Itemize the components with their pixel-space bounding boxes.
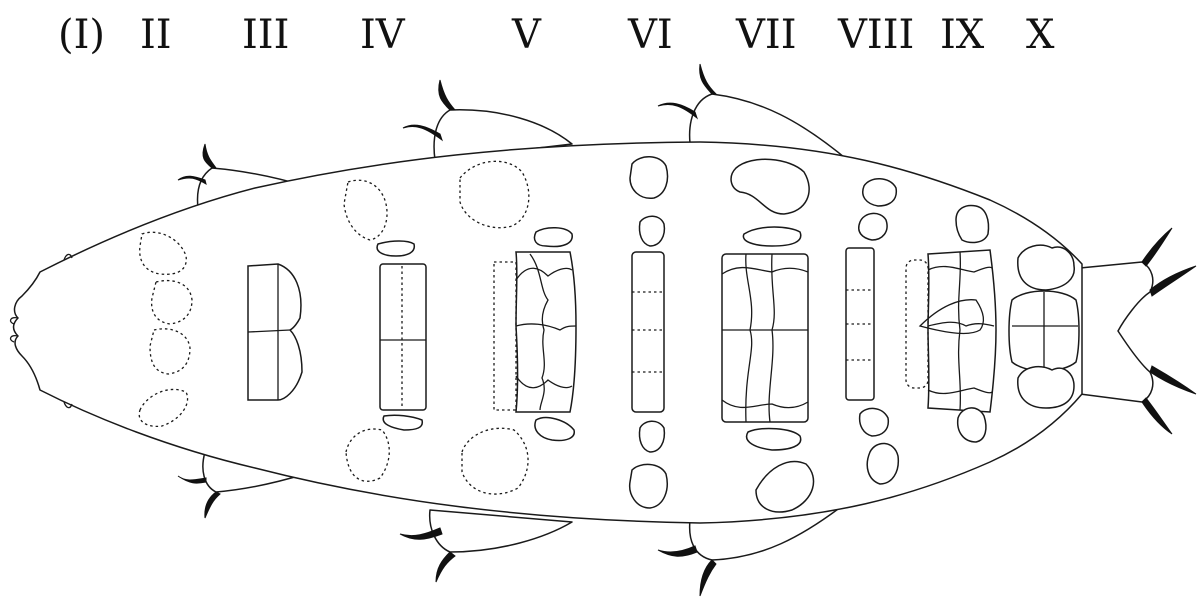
segmental-plate [1018, 367, 1074, 408]
segment-labels: (I) II III IV V VI VII VIII IX X [58, 12, 1055, 58]
claw-icon [700, 64, 716, 94]
segment-label-1: (I) [58, 12, 105, 58]
claw-icon [658, 103, 697, 118]
segment-label-8: VIII [837, 12, 914, 58]
claw-icon [1150, 366, 1196, 394]
segmental-plate [377, 241, 414, 256]
segmental-plate [863, 179, 897, 206]
segment-label-6: VI [627, 12, 673, 58]
claw-icon [700, 560, 716, 596]
segmental-plate [1018, 245, 1074, 290]
segmental-plate [928, 250, 996, 412]
segmental-plate [534, 228, 572, 247]
segmental-plate [867, 443, 898, 484]
claw-icon [436, 552, 455, 582]
segmental-plate [630, 157, 668, 199]
segment-label-10: X [1026, 12, 1055, 58]
claw-icon [205, 492, 220, 518]
segmental-plate [630, 464, 668, 508]
segmental-plate [722, 254, 808, 422]
claw-icon [658, 546, 697, 556]
segmental-plate [860, 408, 889, 436]
claw-icon [1150, 266, 1196, 296]
segmental-plate [639, 216, 664, 246]
segment-label-7: VII [735, 12, 797, 58]
segmental-plate [956, 206, 989, 243]
segment-label-2: II [140, 12, 172, 58]
segmental-plate [859, 213, 887, 240]
claw-icon [1142, 228, 1172, 266]
claw-icon [1142, 398, 1172, 434]
segment-label-4: IV [360, 12, 406, 58]
claw-icon [178, 476, 206, 483]
segment-10-plates [1009, 245, 1079, 408]
leg-4 [1080, 262, 1153, 402]
segment-label-5: V [511, 12, 542, 58]
segment-label-9: IX [940, 12, 985, 58]
segmental-plate [380, 264, 426, 410]
segmental-plate [639, 421, 664, 452]
claw-icon [439, 80, 455, 110]
segment-label-3: III [242, 12, 289, 58]
segmental-plate [632, 252, 664, 412]
claw-icon [203, 144, 216, 168]
segmental-plate [743, 227, 800, 246]
